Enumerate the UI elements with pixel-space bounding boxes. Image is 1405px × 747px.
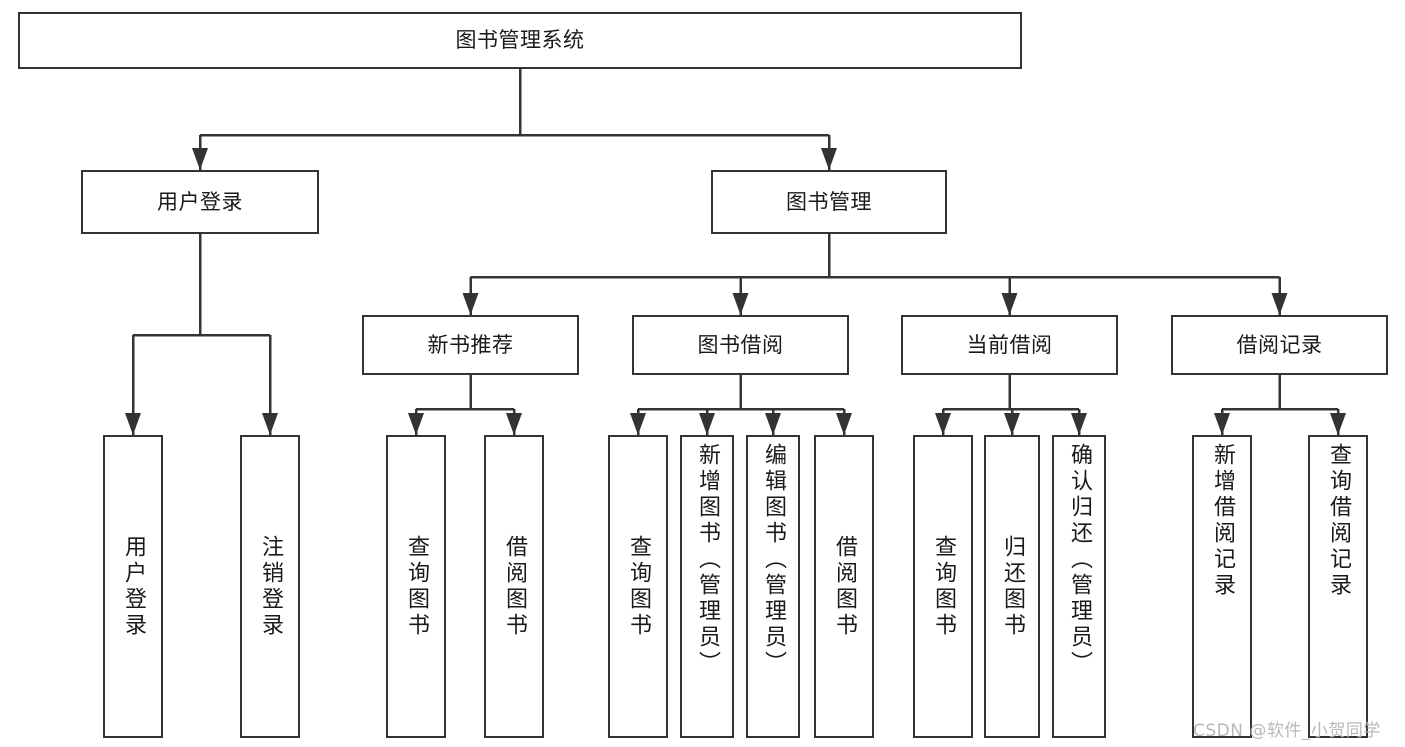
node-current-borrow[interactable]: 当前借阅 — [901, 315, 1118, 375]
arrowhead-current-borrow-to-leaf-confirm-return — [1071, 413, 1087, 435]
arrowhead-book-borrow-to-leaf-borrow-book-2 — [836, 413, 852, 435]
arrowhead-borrow-record-to-leaf-add-record — [1214, 413, 1230, 435]
arrowhead-new-book-rec-to-leaf-query-book-1 — [408, 413, 424, 435]
node-leaf-return-book[interactable]: 归还图书 — [984, 435, 1040, 738]
arrowhead-root-to-book-manage — [821, 148, 837, 170]
node-label-root: 图书管理系统 — [455, 28, 585, 53]
node-book-borrow[interactable]: 图书借阅 — [632, 315, 849, 375]
node-label-leaf-borrow-book-1: 借阅图书 — [502, 534, 527, 639]
node-leaf-add-record[interactable]: 新增借阅记录 — [1192, 435, 1252, 738]
arrowhead-book-manage-to-book-borrow — [732, 293, 749, 315]
node-borrow-record[interactable]: 借阅记录 — [1171, 315, 1388, 375]
node-label-borrow-record: 借阅记录 — [1236, 332, 1323, 357]
node-label-leaf-add-record: 新增借阅记录 — [1210, 443, 1235, 599]
arrowhead-book-manage-to-new-book-rec — [462, 293, 479, 315]
node-leaf-confirm-return[interactable]: 确认归还（管理员） — [1052, 435, 1106, 738]
arrowhead-book-manage-to-borrow-record — [1271, 293, 1288, 315]
node-new-book-rec[interactable]: 新书推荐 — [362, 315, 579, 375]
node-label-user-login: 用户登录 — [157, 189, 243, 214]
arrowhead-current-borrow-to-leaf-return-book — [1004, 413, 1020, 435]
node-label-leaf-query-book-3: 查询图书 — [931, 534, 956, 639]
arrowhead-current-borrow-to-leaf-query-book-3 — [935, 413, 951, 435]
node-label-leaf-user-logout: 注销登录 — [258, 534, 283, 639]
node-leaf-edit-book[interactable]: 编辑图书（管理员） — [746, 435, 800, 738]
arrowhead-book-borrow-to-leaf-query-book-2 — [630, 413, 646, 435]
node-leaf-query-book-1[interactable]: 查询图书 — [386, 435, 446, 738]
node-leaf-query-record[interactable]: 查询借阅记录 — [1308, 435, 1368, 738]
csdn-watermark: CSDN @软件_小贺同学 — [1193, 721, 1381, 741]
arrowhead-root-to-user-login — [192, 148, 208, 170]
node-label-leaf-edit-book: 编辑图书（管理员） — [761, 443, 786, 677]
node-user-login[interactable]: 用户登录 — [81, 170, 319, 234]
node-leaf-borrow-book-2[interactable]: 借阅图书 — [814, 435, 874, 738]
node-label-new-book-rec: 新书推荐 — [427, 332, 514, 357]
node-label-book-manage: 图书管理 — [786, 189, 872, 214]
node-label-leaf-borrow-book-2: 借阅图书 — [832, 534, 857, 639]
node-label-leaf-query-record: 查询借阅记录 — [1326, 443, 1351, 599]
node-label-leaf-user-login: 用户登录 — [121, 534, 146, 639]
arrowhead-book-borrow-to-leaf-edit-book — [765, 413, 781, 435]
arrowhead-borrow-record-to-leaf-query-record — [1330, 413, 1346, 435]
node-label-leaf-query-book-1: 查询图书 — [404, 534, 429, 639]
arrowhead-book-borrow-to-leaf-add-book — [699, 413, 715, 435]
arrowhead-book-manage-to-current-borrow — [1001, 293, 1018, 315]
node-leaf-query-book-3[interactable]: 查询图书 — [913, 435, 973, 738]
node-leaf-query-book-2[interactable]: 查询图书 — [608, 435, 668, 738]
node-label-current-borrow: 当前借阅 — [966, 332, 1053, 357]
node-root[interactable]: 图书管理系统 — [18, 12, 1022, 69]
node-label-book-borrow: 图书借阅 — [697, 332, 784, 357]
node-leaf-user-login[interactable]: 用户登录 — [103, 435, 163, 738]
arrowhead-user-login-to-leaf-user-login — [125, 413, 141, 435]
arrowhead-new-book-rec-to-leaf-borrow-book-1 — [506, 413, 522, 435]
node-leaf-borrow-book-1[interactable]: 借阅图书 — [484, 435, 544, 738]
node-label-leaf-query-book-2: 查询图书 — [626, 534, 651, 639]
node-label-leaf-return-book: 归还图书 — [1000, 534, 1025, 639]
node-label-leaf-add-book: 新增图书（管理员） — [695, 443, 720, 677]
node-label-leaf-confirm-return: 确认归还（管理员） — [1067, 443, 1092, 677]
node-book-manage[interactable]: 图书管理 — [711, 170, 947, 234]
node-leaf-user-logout[interactable]: 注销登录 — [240, 435, 300, 738]
arrowhead-user-login-to-leaf-user-logout — [262, 413, 278, 435]
node-leaf-add-book[interactable]: 新增图书（管理员） — [680, 435, 734, 738]
